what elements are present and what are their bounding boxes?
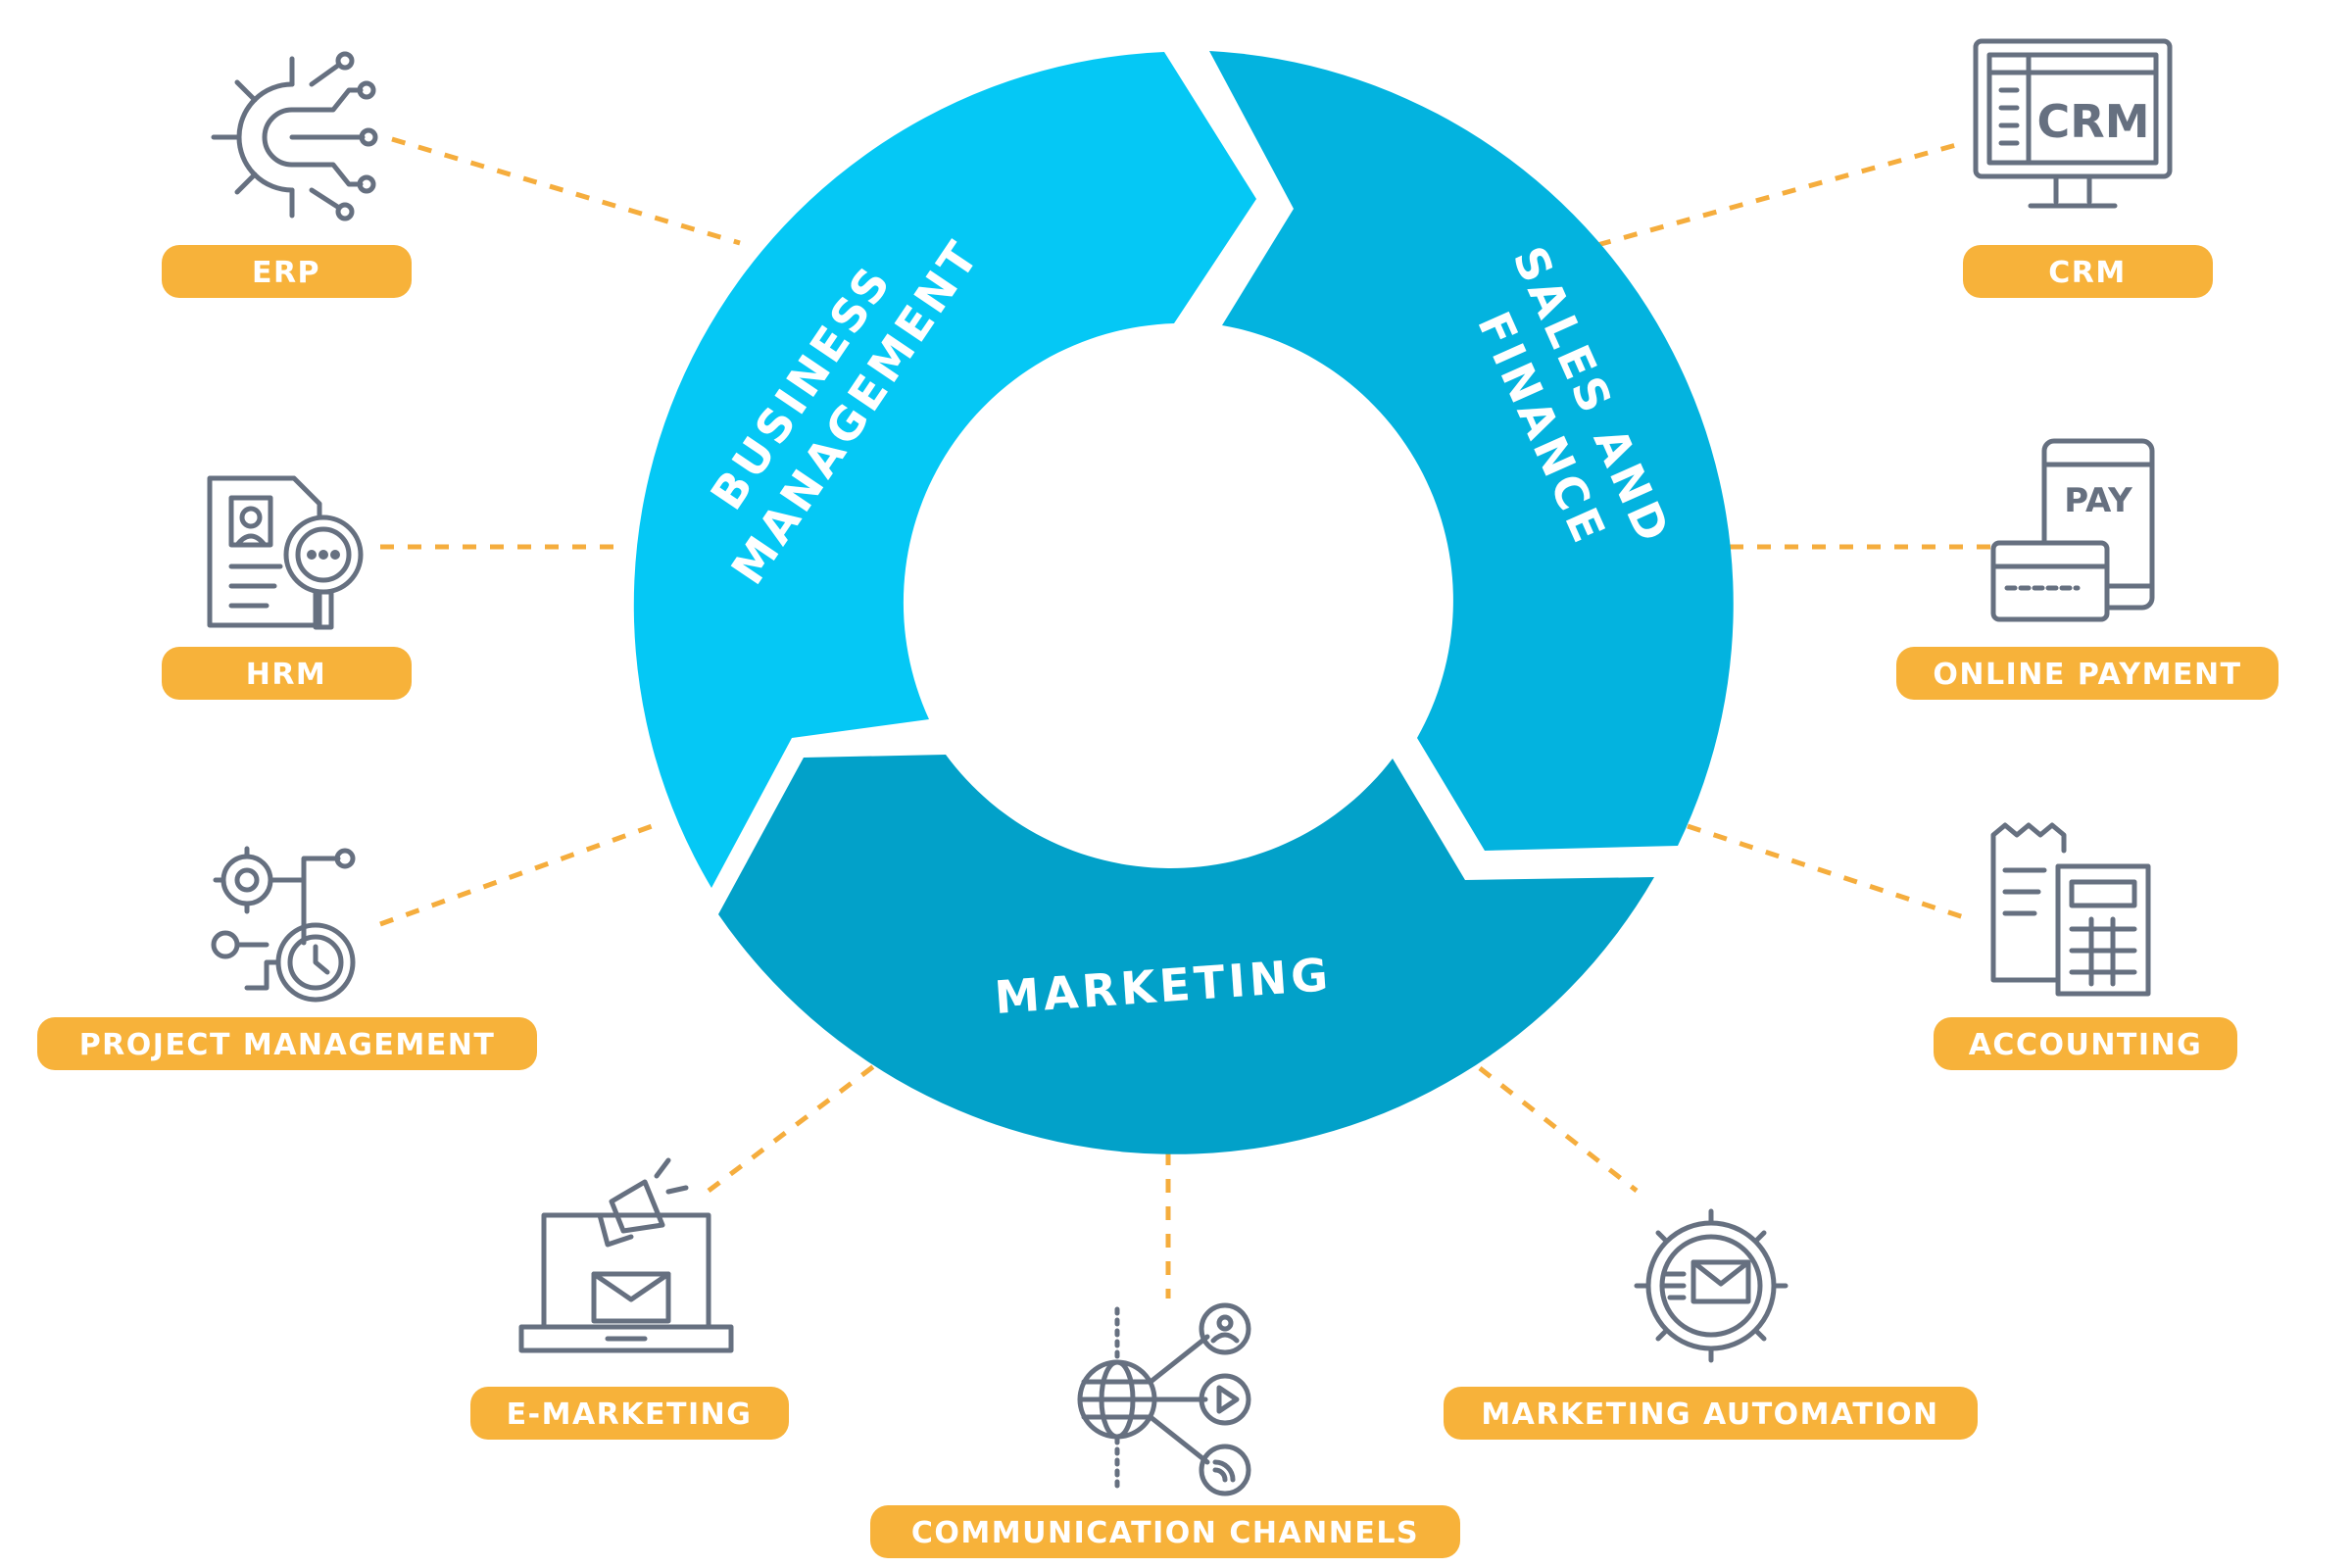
workflow-clock-icon	[211, 846, 356, 1003]
crm-text: CRM	[2037, 95, 2150, 148]
module-marketing-automation-label: MARKETING AUTOMATION	[1481, 1397, 1938, 1432]
cycle-ring	[633, 51, 1734, 1154]
module-labels: ERP HRM PROJECT MANAGEMENT E-MARKETING C…	[37, 245, 2278, 1558]
module-crm-label: CRM	[2048, 256, 2126, 290]
segment-sales-and-finance[interactable]	[1209, 51, 1734, 851]
connector-e-marketing	[707, 1063, 877, 1193]
phone-card-pay-icon: PAY	[1990, 438, 2155, 622]
calculator-receipt-icon	[1990, 822, 2151, 997]
globe-network-icon	[1077, 1302, 1251, 1496]
module-accounting-label: ACCOUNTING	[1969, 1028, 2203, 1062]
module-communication-channels[interactable]: COMMUNICATION CHANNELS	[870, 1505, 1460, 1558]
connectors	[379, 136, 1994, 1298]
ring-center	[908, 340, 1434, 865]
module-hrm[interactable]: HRM	[162, 647, 412, 700]
connector-project-management	[379, 822, 656, 927]
module-crm[interactable]: CRM	[1963, 245, 2213, 298]
connector-accounting	[1687, 823, 1971, 922]
module-project-management[interactable]: PROJECT MANAGEMENT	[37, 1017, 537, 1070]
gear-circuit-icon	[211, 51, 378, 221]
segment-business-management[interactable]	[633, 52, 1256, 888]
module-accounting[interactable]: ACCOUNTING	[1934, 1017, 2237, 1070]
segment-marketing[interactable]	[718, 755, 1654, 1154]
module-online-payment[interactable]: ONLINE PAYMENT	[1896, 647, 2278, 700]
module-project-management-label: PROJECT MANAGEMENT	[79, 1028, 496, 1062]
module-e-marketing-label: E-MARKETING	[507, 1397, 753, 1432]
module-erp-label: ERP	[252, 256, 320, 290]
connector-crm	[1596, 140, 1964, 248]
module-communication-channels-label: COMMUNICATION CHANNELS	[911, 1516, 1419, 1550]
module-hrm-label: HRM	[246, 658, 327, 692]
resume-search-icon	[207, 475, 364, 630]
pay-text: PAY	[2064, 481, 2132, 520]
module-e-marketing[interactable]: E-MARKETING	[470, 1387, 789, 1440]
module-erp[interactable]: ERP	[162, 245, 412, 298]
connector-erp	[391, 136, 741, 246]
monitor-crm-icon: CRM	[1973, 38, 2173, 209]
module-online-payment-label: ONLINE PAYMENT	[1933, 658, 2241, 692]
connector-marketing-automation	[1478, 1066, 1639, 1193]
module-marketing-automation[interactable]: MARKETING AUTOMATION	[1444, 1387, 1978, 1440]
gear-mail-icon	[1634, 1208, 1788, 1363]
laptop-megaphone-icon	[518, 1157, 734, 1353]
